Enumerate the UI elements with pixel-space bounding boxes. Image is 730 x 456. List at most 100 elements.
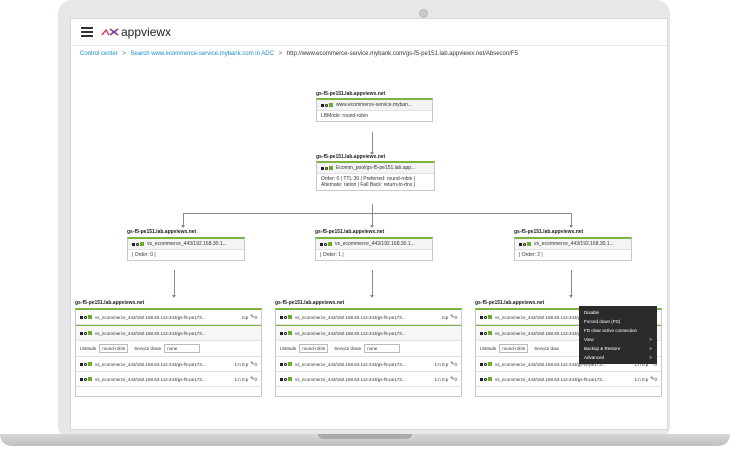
- status-icons: [280, 377, 292, 381]
- vs-node[interactable]: vs_ecommerce_443/192.168.30.1... | Order…: [514, 237, 632, 261]
- edit-icon[interactable]: ✎: [650, 376, 655, 382]
- app-screen: appviewx Control center > Search www.eco…: [70, 18, 668, 430]
- connector-line: [183, 213, 184, 227]
- lbmode-select[interactable]: round-robin: [99, 344, 129, 353]
- lbmode-row: LbMode round-robin Service dow: [476, 341, 661, 357]
- edit-icon[interactable]: ✎: [450, 376, 455, 382]
- node-title-row: vs_ecommerce_443/192.168.30.1...: [128, 239, 244, 250]
- status-icons: [320, 242, 332, 246]
- menu-item-advanced[interactable]: Advanced >: [584, 355, 652, 360]
- connector-arrow-icon: [569, 295, 573, 298]
- node-title-row: vs_ecommerce_443/192.168.30.1...: [316, 239, 432, 250]
- vs-node[interactable]: vs_ecommerce_443/192.168.30.1... | Order…: [127, 237, 245, 261]
- connector-arrow-icon: [370, 225, 374, 228]
- member-row[interactable]: vs_ecommerce_443/192.168.63.112:443/gs-f…: [76, 372, 261, 387]
- node-detail-row: LBMode: round-robin: [321, 113, 368, 119]
- edit-icon[interactable]: ✎: [250, 361, 255, 367]
- member-row[interactable]: vs_ecommerce_443/192.168.63.112:443/gs-f…: [476, 372, 661, 387]
- status-icons: [132, 242, 144, 246]
- hamburger-menu-icon[interactable]: [81, 27, 93, 37]
- node-title-row: vs_ecommerce_443/192.168.30.1...: [515, 239, 631, 250]
- lbmode-row: LbMode round-robin Service down none: [276, 341, 461, 357]
- breadcrumb-separator: >: [278, 51, 283, 57]
- connector-line: [571, 213, 572, 227]
- connector-arrow-icon: [172, 295, 176, 298]
- pool-node[interactable]: Ecomm_pool/gs-f5-pe151.lab.app... Order:…: [316, 161, 435, 191]
- card-host-label: gs-f5-pe151.lab.appviewx.net: [475, 300, 545, 306]
- top-bar: appviewx: [71, 19, 667, 46]
- menu-item-disable[interactable]: Disable: [584, 310, 600, 315]
- edit-icon[interactable]: ✎: [650, 361, 655, 367]
- status-icons: [480, 377, 492, 381]
- node-name: Ecomm_pool/gs-f5-pe151.lab.app...: [336, 165, 416, 171]
- connector-line: [372, 270, 373, 297]
- pool-row[interactable]: vs_ecommerce_443/192.168.60.112:443/gs-f…: [76, 325, 261, 341]
- node-host-label: gs-f5-pe151.lab.appviewx.net: [514, 229, 584, 235]
- service-down-select[interactable]: none: [364, 344, 401, 353]
- connector-line: [183, 213, 571, 214]
- lbmode-select[interactable]: round-robin: [299, 344, 329, 353]
- lbmode-select[interactable]: round-robin: [499, 344, 529, 353]
- member-row[interactable]: vs_ecommerce_443/192.168.63.112:443/gs-f…: [76, 357, 261, 372]
- status-icons: [280, 362, 292, 366]
- node-name: vs_ecommerce_443/192.168.30.1...: [335, 241, 415, 247]
- wideip-node[interactable]: www.ecommerce-service.myban... LBMode: r…: [316, 98, 433, 122]
- connector-arrow-icon: [569, 225, 573, 228]
- node-name: www.ecommerce-service.myban...: [336, 102, 413, 108]
- connector-arrow-icon: [370, 152, 374, 155]
- breadcrumb-search[interactable]: Search www.ecommerce-service.mybank.com …: [130, 51, 274, 57]
- node-detail-row: Order: 0 | TTL:30 | Preferred: round-rob…: [321, 176, 416, 188]
- status-icons: [321, 103, 333, 107]
- pool-row[interactable]: vs_ecommerce_443/192.168.60.112:443/gs-f…: [276, 325, 461, 341]
- node-title-row: Ecomm_pool/gs-f5-pe151.lab.app...: [317, 163, 434, 174]
- context-menu: Disable Forced down (FD) FD clear active…: [579, 306, 657, 364]
- connector-line: [372, 204, 373, 213]
- breadcrumb-control-center[interactable]: Control center: [80, 51, 118, 57]
- node-name: vs_ecommerce_443/192.168.30.1...: [147, 241, 227, 247]
- connector-line: [372, 213, 373, 227]
- status-icons: [80, 362, 92, 366]
- chevron-right-icon: >: [649, 337, 652, 342]
- edit-icon[interactable]: ✎: [250, 376, 255, 382]
- status-icons: [519, 242, 531, 246]
- node-detail-row: | Order: 2 |: [519, 252, 543, 258]
- vs-row[interactable]: vs_ecommerce_443/192.168.60.112:443/gs-f…: [276, 310, 461, 325]
- status-icons: [480, 362, 492, 366]
- menu-item-fd-clear[interactable]: FD clear active connection: [584, 328, 638, 333]
- connector-arrow-icon: [370, 295, 374, 298]
- edit-icon[interactable]: ✎: [450, 314, 455, 320]
- edit-icon[interactable]: ✎: [450, 361, 455, 367]
- member-row[interactable]: vs_ecommerce_443/192.168.63.112:443/gs-f…: [276, 357, 461, 372]
- service-down-select[interactable]: none: [164, 344, 201, 353]
- laptop-notch: [318, 434, 412, 439]
- menu-item-forced-down[interactable]: Forced down (FD): [584, 319, 621, 324]
- status-icons: [80, 331, 92, 335]
- node-host-label: gs-f5-pe151.lab.appviewx.net: [315, 229, 385, 235]
- menu-item-backup-restore[interactable]: Backup & Restore >: [584, 346, 652, 351]
- vs-node[interactable]: vs_ecommerce_443/192.168.30.1... | Order…: [315, 237, 433, 261]
- node-host-label: gs-f5-pe151.lab.appviewx.net: [316, 154, 386, 160]
- status-icons: [80, 377, 92, 381]
- node-host-label: gs-f5-pe151.lab.appviewx.net: [127, 229, 197, 235]
- connector-line: [372, 132, 373, 154]
- status-icons: [480, 315, 492, 319]
- breadcrumb: Control center > Search www.ecommerce-se…: [80, 51, 518, 57]
- member-row[interactable]: vs_ecommerce_443/192.168.63.112:443/gs-f…: [276, 372, 461, 387]
- app-logo[interactable]: appviewx: [101, 24, 171, 40]
- node-detail-row: | Order: 1 |: [320, 252, 344, 258]
- status-icons: [280, 315, 292, 319]
- ltm-card: vs_ecommerce_443/192.168.60.112:443/gs-f…: [475, 308, 662, 397]
- status-icons: [480, 331, 492, 335]
- ltm-card: vs_ecommerce_443/192.168.60.112:443/gs-f…: [275, 308, 462, 397]
- vs-row[interactable]: vs_ecommerce_443/192.168.60.112:443/gs-f…: [76, 310, 261, 325]
- menu-item-view[interactable]: View >: [584, 337, 652, 342]
- edit-icon[interactable]: ✎: [250, 314, 255, 320]
- card-host-label: gs-f5-pe151.lab.appviewx.net: [75, 300, 145, 306]
- node-title-row: www.ecommerce-service.myban...: [317, 100, 432, 111]
- member-row[interactable]: vs_ecommerce_443/192.168.63.112:443/gs-f…: [476, 357, 661, 372]
- node-detail-row: | Order: 0 |: [132, 252, 156, 258]
- status-icons: [280, 331, 292, 335]
- node-name: vs_ecommerce_443/192.168.30.1...: [534, 241, 614, 247]
- breadcrumb-current: http://www.ecommerce-service.mybank.com/…: [286, 51, 518, 57]
- chevron-right-icon: >: [649, 346, 652, 351]
